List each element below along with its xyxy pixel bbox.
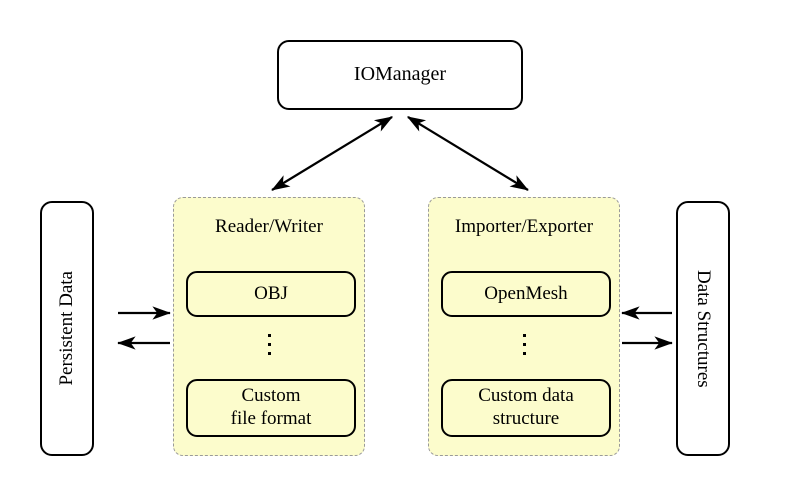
panel-reader-writer-title: Reader/Writer — [215, 216, 323, 237]
node-openmesh[interactable]: OpenMesh — [441, 271, 611, 317]
node-data-structures-label: Data Structures — [693, 269, 715, 388]
node-custom-data-structure-label: Custom data structure — [478, 385, 574, 431]
node-iomanager-label: IOManager — [353, 63, 447, 86]
node-custom-data-structure-line1: Custom data — [478, 385, 574, 407]
arrow-iomanager-reader-writer — [271, 116, 394, 191]
ellipsis-icon-reader-writer — [174, 334, 364, 355]
arrow-iomanager-importer-exporter — [406, 116, 529, 191]
node-custom-file-format-line1: Custom — [241, 385, 301, 407]
node-custom-file-format-line2: file format — [230, 408, 312, 429]
node-custom-data-structure[interactable]: Custom data structure — [441, 379, 611, 437]
panel-reader-writer[interactable]: Reader/Writer OBJ Custom file format — [173, 197, 365, 456]
node-data-structures[interactable]: Data Structures — [676, 201, 730, 456]
node-persistent-data[interactable]: Persistent Data — [40, 201, 94, 456]
node-obj-label: OBJ — [254, 282, 288, 304]
panel-importer-exporter-title: Importer/Exporter — [454, 216, 594, 237]
node-custom-data-structure-line2: structure — [492, 408, 560, 429]
node-obj[interactable]: OBJ — [186, 271, 356, 317]
panel-importer-exporter[interactable]: Importer/Exporter OpenMesh Custom data s… — [428, 197, 620, 456]
node-persistent-data-label: Persistent Data — [55, 271, 77, 386]
node-iomanager[interactable]: IOManager — [277, 40, 523, 110]
ellipsis-icon-importer-exporter — [429, 334, 619, 355]
node-custom-file-format[interactable]: Custom file format — [186, 379, 356, 437]
node-openmesh-label: OpenMesh — [484, 282, 568, 304]
node-custom-file-format-label: Custom file format — [231, 385, 312, 431]
